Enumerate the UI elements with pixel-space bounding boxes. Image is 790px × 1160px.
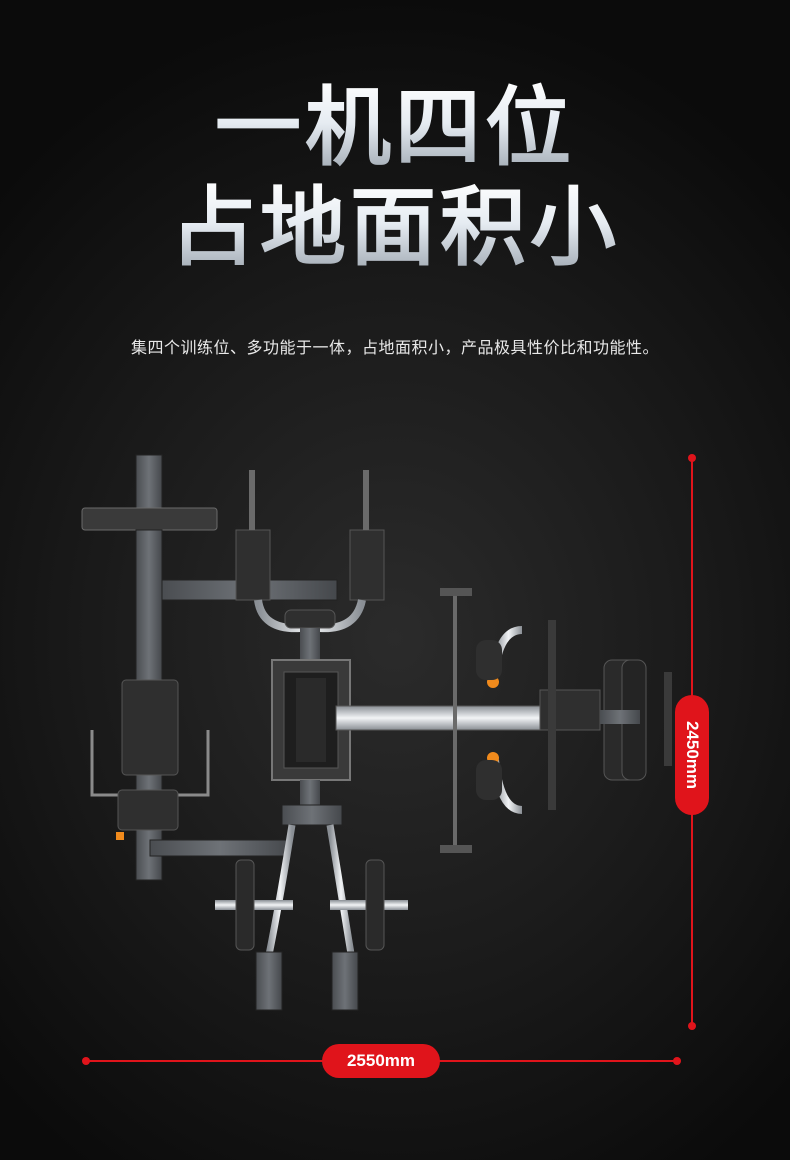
leg-press-station bbox=[81, 454, 338, 881]
headline-line-2: 占地面积小 bbox=[0, 178, 790, 278]
subtitle: 集四个训练位、多功能于一体，占地面积小，产品极具性价比和功能性。 bbox=[130, 338, 659, 357]
top-arm-pads bbox=[235, 470, 385, 633]
curl-station bbox=[440, 588, 523, 853]
width-dimension-label: 2550mm bbox=[346, 1051, 416, 1070]
height-dimension-badge: 2450mm bbox=[675, 695, 709, 815]
width-dimension-badge: 2550mm bbox=[322, 1044, 440, 1078]
headline-line-1: 一机四位 bbox=[0, 78, 790, 178]
lever-arms bbox=[215, 804, 408, 1011]
main-beam bbox=[335, 620, 672, 810]
height-dimension-label: 2450mm bbox=[683, 720, 702, 790]
